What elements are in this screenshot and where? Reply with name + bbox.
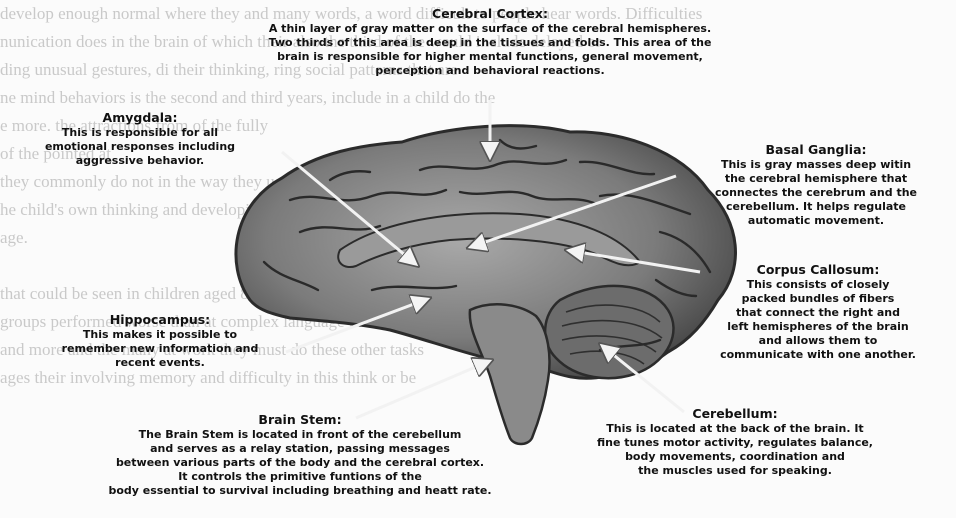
amygdala-line: aggressive behavior.	[0, 154, 280, 168]
label-corpus-callosum: Corpus Callosum: This consists of closel…	[680, 262, 956, 362]
hippocampus-line: recent events.	[20, 356, 300, 370]
cerebellum-line: fine tunes motor activity, regulates bal…	[570, 436, 900, 450]
label-basal-ganglia: Basal Ganglia: This is gray masses deep …	[676, 142, 956, 228]
cerebellum-line: body movements, coordination and	[570, 450, 900, 464]
label-cerebellum: Cerebellum: This is located at the back …	[570, 406, 900, 478]
cerebral-cortex-line: Two thirds of this area is deep in the t…	[200, 36, 780, 50]
brain-stem-line: and serves as a relay station, passing m…	[20, 442, 580, 456]
cerebral-cortex-title: Cerebral Cortex:	[200, 6, 780, 22]
corpus-callosum-line: left hemispheres of the brain	[680, 320, 956, 334]
cerebral-cortex-line: A thin layer of gray matter on the surfa…	[200, 22, 780, 36]
basal-ganglia-line: This is gray masses deep witin	[676, 158, 956, 172]
cerebral-cortex-line: brain is responsible for higher mental f…	[200, 50, 780, 64]
label-amygdala: Amygdala: This is responsible for all em…	[0, 110, 280, 168]
cerebellum-line: This is located at the back of the brain…	[570, 422, 900, 436]
label-cerebral-cortex: Cerebral Cortex: A thin layer of gray ma…	[200, 6, 780, 78]
amygdala-title: Amygdala:	[0, 110, 280, 126]
pointer-brain-stem	[356, 360, 492, 418]
cerebellum-line: the muscles used for speaking.	[570, 464, 900, 478]
basal-ganglia-line: the cerebral hemisphere that	[676, 172, 956, 186]
basal-ganglia-line: automatic movement.	[676, 214, 956, 228]
basal-ganglia-line: cerebellum. It helps regulate	[676, 200, 956, 214]
brain-stem-line: body essential to survival including bre…	[20, 484, 580, 498]
cerebellum-title: Cerebellum:	[570, 406, 900, 422]
label-hippocampus: Hippocampus: This makes it possible to r…	[20, 312, 300, 370]
amygdala-line: This is responsible for all	[0, 126, 280, 140]
hippocampus-line: remember new information and	[20, 342, 300, 356]
hippocampus-title: Hippocampus:	[20, 312, 300, 328]
cerebral-cortex-line: perception and behavioral reactions.	[200, 64, 780, 78]
corpus-callosum-line: This consists of closely	[680, 278, 956, 292]
corpus-callosum-line: packed bundles of fibers	[680, 292, 956, 306]
brain-stem-line: The Brain Stem is located in front of th…	[20, 428, 580, 442]
brain-stem-line: It controls the primitive funtions of th…	[20, 470, 580, 484]
basal-ganglia-title: Basal Ganglia:	[676, 142, 956, 158]
corpus-callosum-line: communicate with one another.	[680, 348, 956, 362]
brain-stem-title: Brain Stem:	[20, 412, 580, 428]
hippocampus-line: This makes it possible to	[20, 328, 300, 342]
corpus-callosum-line: that connect the right and	[680, 306, 956, 320]
basal-ganglia-line: connectes the cerebrum and the	[676, 186, 956, 200]
corpus-callosum-line: and allows them to	[680, 334, 956, 348]
label-brain-stem: Brain Stem: The Brain Stem is located in…	[20, 412, 580, 498]
brain-stem-line: between various parts of the body and th…	[20, 456, 580, 470]
corpus-callosum-title: Corpus Callosum:	[680, 262, 956, 278]
amygdala-line: emotional responses including	[0, 140, 280, 154]
